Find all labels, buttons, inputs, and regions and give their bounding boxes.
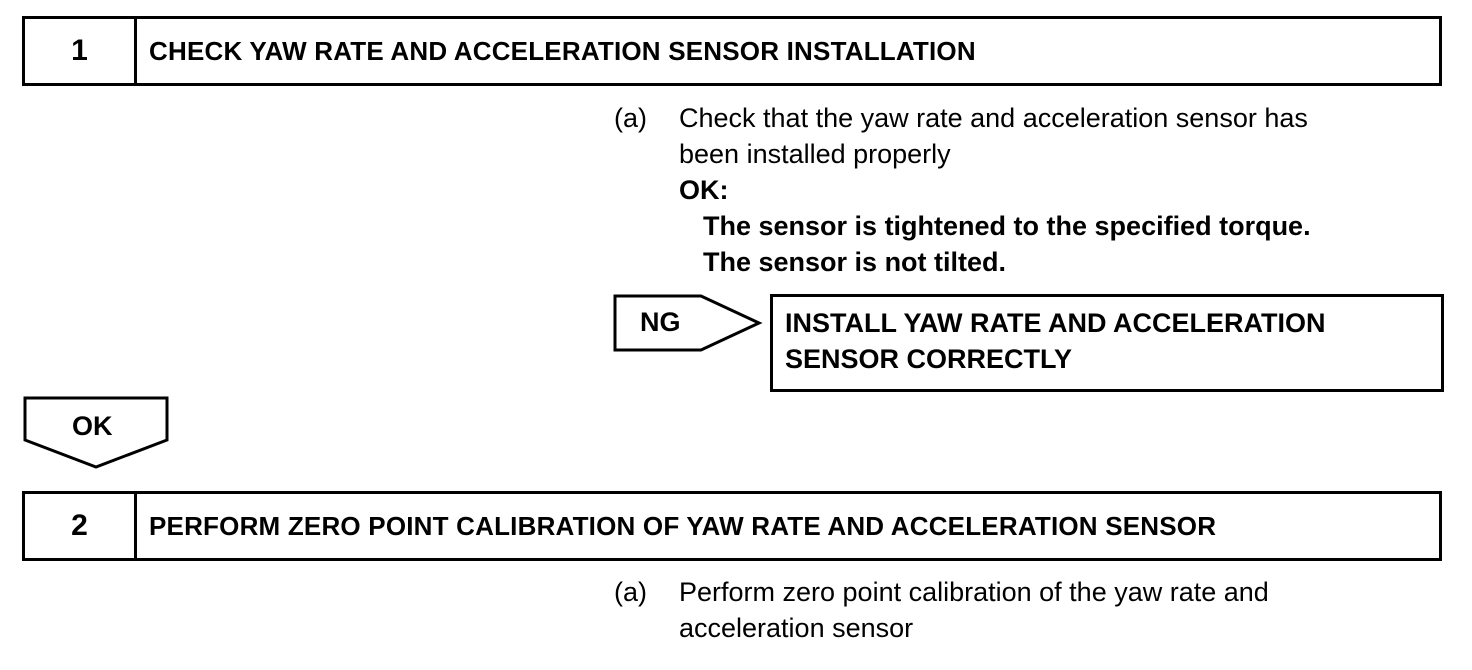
step-1-instruction: (a) Check that the yaw rate and accelera… [614,100,1444,280]
step-2-instruction-marker: (a) [614,577,647,607]
step-2-title: PERFORM ZERO POINT CALIBRATION OF YAW RA… [149,510,1217,541]
step-1-instruction-line: Check that the yaw rate and acceleration… [679,103,1308,133]
step-1-instruction-marker: (a) [614,103,647,133]
ok-criteria-item: The sensor is not tilted. [703,247,1007,277]
step-2-instruction: (a) Perform zero point calibration of th… [614,574,1444,654]
ng-arrow-icon [613,294,763,352]
step-1-instruction-body: Check that the yaw rate and acceleration… [679,100,1311,280]
ok-label: OK [72,411,113,441]
ok-criteria-item: The sensor is tightened to the specified… [703,211,1311,241]
ng-result-line: INSTALL YAW RATE AND ACCELERATION [785,308,1326,338]
step-2-instruction-body: Perform zero point calibration of the ya… [679,574,1269,646]
step-1-number: 1 [25,19,137,83]
ng-result-line: SENSOR CORRECTLY [785,344,1073,374]
step-2-instruction-line: acceleration sensor [679,613,914,643]
step-2-instruction-line: Perform zero point calibration of the ya… [679,577,1269,607]
step-1-instruction-line: been installed properly [679,139,951,169]
ok-criteria-heading: OK: [679,175,729,205]
step-2-number: 2 [25,494,137,558]
ng-label: NG [640,307,681,337]
step-2-header: 2 PERFORM ZERO POINT CALIBRATION OF YAW … [22,491,1442,561]
ng-result-box: INSTALL YAW RATE AND ACCELERATION SENSOR… [770,294,1444,392]
step-1-title: CHECK YAW RATE AND ACCELERATION SENSOR I… [149,35,976,66]
step-1-header: 1 CHECK YAW RATE AND ACCELERATION SENSOR… [22,16,1442,86]
ok-arrow-icon [23,396,169,469]
